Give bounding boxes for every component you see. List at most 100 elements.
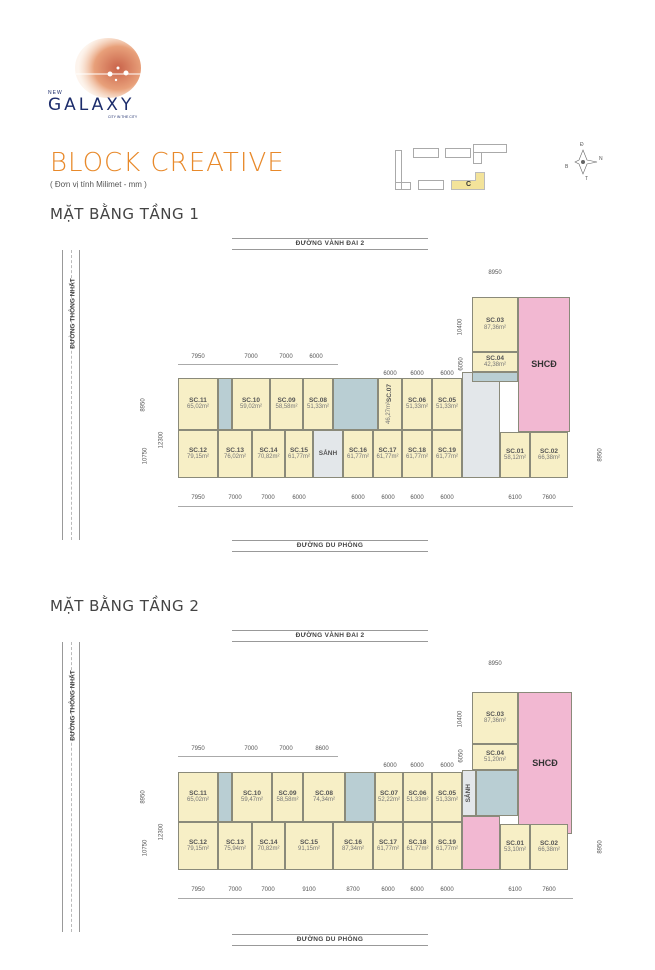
unit-s-nh[interactable]: SẢNH	[313, 430, 343, 478]
block-c-highlight: C	[451, 180, 485, 190]
dimension-label: 7000	[261, 887, 275, 893]
dimension-label: 6050	[458, 749, 465, 763]
dimension-label: 6000	[440, 887, 454, 893]
unit-area: 79,15m²	[186, 454, 209, 461]
unit-name: SC.07	[379, 789, 399, 797]
unit-area: 76,02m²	[223, 454, 246, 461]
unit-area: 65,02m²	[186, 797, 209, 804]
unit-name: SC.13	[225, 446, 245, 454]
unit-name: SC.14	[259, 838, 278, 846]
unit-area: 51,33m²	[435, 404, 458, 411]
unit-shc-[interactable]: SHCĐ	[518, 297, 570, 432]
unit-name: SC.04	[485, 354, 505, 362]
dimension-line	[178, 506, 573, 507]
site-plan: C	[393, 142, 563, 194]
unit-area: 61,77m²	[376, 846, 399, 853]
dimension-label: 6000	[351, 495, 365, 501]
road-bottom-label: ĐƯỜNG DU PHÒNG	[296, 936, 364, 943]
dimension-label: 9100	[302, 887, 316, 893]
unit-name: SC.01	[505, 839, 525, 847]
dimension-label: 7000	[244, 746, 258, 752]
logo-name: GALAXY	[48, 95, 135, 115]
unit-name: SC.18	[407, 446, 427, 454]
logo: NEW GALAXY CITY IN THE CITY	[48, 38, 158, 123]
unit-shc-[interactable]: SHCĐ	[518, 692, 572, 834]
service-core	[333, 378, 378, 430]
unit-name: SC.08	[308, 396, 328, 404]
unit-name: SC.17	[378, 446, 397, 454]
unit-area: 51,33m²	[306, 404, 329, 411]
unit-name: SC.19	[437, 446, 457, 454]
unit-name: SC.10	[241, 396, 261, 404]
unit-area: 51,33m²	[435, 797, 458, 804]
dimension-label: 6000	[309, 354, 323, 360]
dimension-label: 7000	[279, 746, 293, 752]
unit-s-nh[interactable]: SẢNH	[462, 770, 476, 816]
unit-area: 42,38m²	[483, 362, 506, 369]
dimension-line	[178, 898, 573, 899]
dimension-label: 6000	[383, 763, 397, 769]
galaxy-logo-icon	[75, 38, 142, 98]
dimension-label: 10400	[457, 710, 464, 728]
unit-area: 53,10m²	[503, 847, 526, 854]
unit-area: 51,20m²	[483, 757, 506, 764]
unit-name: SC.14	[259, 446, 278, 454]
unit-area: 61,77m²	[405, 454, 428, 461]
dimension-label: 12300	[158, 431, 165, 449]
dimension-label: 6050	[458, 357, 465, 371]
dimension-line	[178, 756, 338, 757]
road-left-label: ĐƯỜNG THÔNG NHẤT	[69, 670, 77, 741]
unit-name: SC.05	[437, 396, 457, 404]
unit-name: SC.06	[407, 396, 427, 404]
road-bottom: ĐƯỜNG DU PHÒNG	[232, 934, 428, 946]
unit-area: 58,58m²	[276, 797, 299, 804]
dimension-label: 6000	[381, 887, 395, 893]
road-top-label: ĐƯỜNG VÀNH ĐAI 2	[295, 632, 365, 639]
unit-name: SHCĐ	[532, 757, 558, 768]
dimension-label: 6000	[410, 371, 424, 377]
unit-name: SC.01	[505, 447, 525, 455]
dimension-label: 7000	[228, 887, 242, 893]
road-bottom: ĐƯỜNG DU PHÒNG	[232, 540, 428, 552]
unit-name: SẢNH	[318, 450, 338, 458]
service-core	[462, 816, 500, 870]
